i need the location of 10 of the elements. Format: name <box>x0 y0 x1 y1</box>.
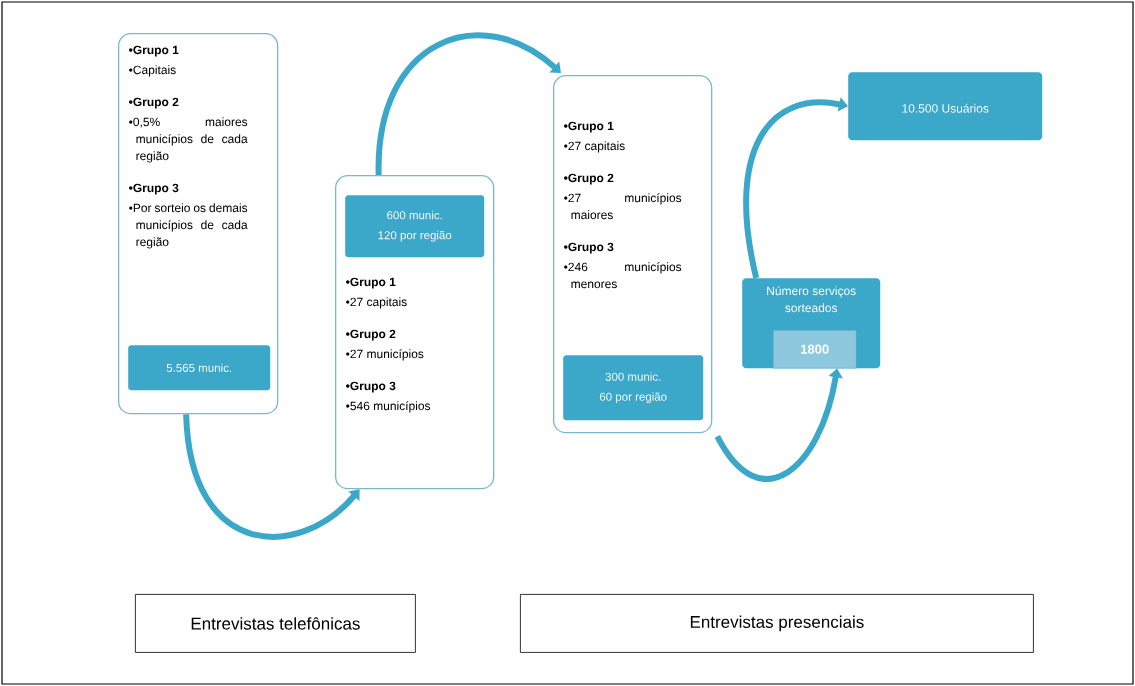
curved-arrow <box>183 414 360 540</box>
count-box: 10.500 Usuários <box>848 72 1043 141</box>
caption-box: Entrevistas presenciais <box>520 594 1034 653</box>
caption-box: Entrevistas telefônicas <box>135 594 416 653</box>
curved-arrow <box>743 97 848 279</box>
curved-arrow <box>375 32 561 176</box>
count-box: 600 munic. 120 por região <box>345 195 485 258</box>
count-box: 1800 <box>773 330 857 369</box>
count-box: 5.565 munic. <box>128 345 271 391</box>
count-box: 300 munic. 60 por região <box>563 355 704 421</box>
